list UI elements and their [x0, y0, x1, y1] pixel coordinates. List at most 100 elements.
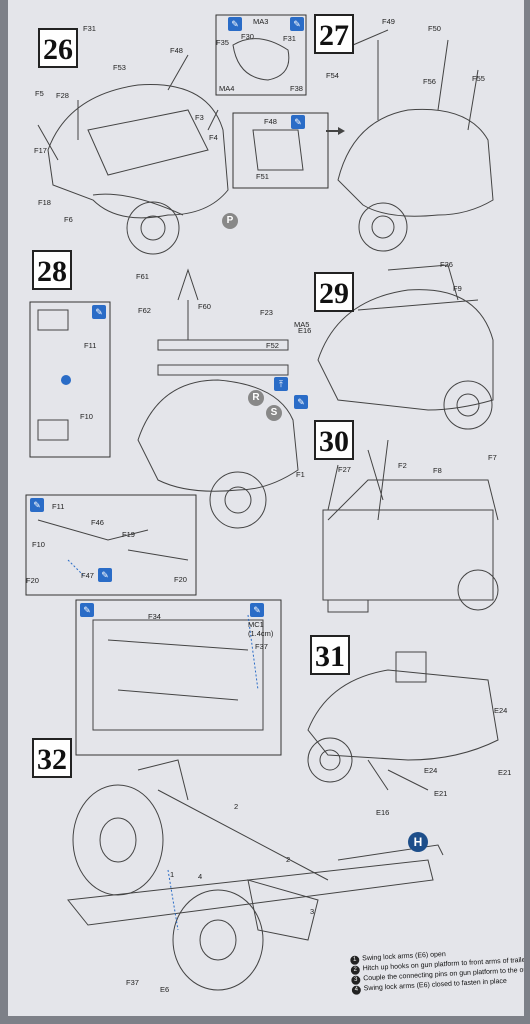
step28-blue-dot: [61, 375, 71, 385]
part-label: F10: [80, 412, 93, 421]
part-label: MA4: [219, 84, 235, 93]
part-label: F11: [84, 341, 97, 350]
part-label: F11: [52, 502, 65, 511]
part-label: F61: [136, 272, 149, 281]
part-label: F19: [122, 530, 135, 539]
part-label: F2: [398, 461, 407, 470]
part-label: F34: [148, 612, 161, 621]
step26-vehicle-drawing: [37, 54, 229, 255]
part-label: E16: [376, 808, 390, 817]
part-label: F37: [126, 978, 139, 987]
part-label: F8: [433, 466, 442, 475]
part-label: F4: [209, 133, 218, 142]
part-label: F5: [35, 89, 44, 98]
part-label: MA5: [294, 320, 310, 329]
part-label: F52: [266, 341, 279, 350]
part-label: E24: [424, 766, 438, 775]
part-label: MA3: [253, 17, 269, 26]
paint-icon: ✎: [294, 395, 308, 409]
callout-number: 2: [234, 802, 239, 811]
part-label: F7: [488, 453, 497, 462]
part-label: E6: [160, 985, 170, 994]
part-label: F62: [138, 306, 151, 315]
badge-S: S: [266, 405, 282, 421]
part-label: F6: [64, 215, 73, 224]
part-label: F55: [472, 74, 485, 83]
step28-detail-box: [29, 301, 111, 458]
part-label: F60: [198, 302, 211, 311]
part-label: E16: [298, 326, 312, 335]
part-label: F27: [338, 465, 351, 474]
step32-blue-line: [247, 614, 259, 691]
step26-detail-box-2: [232, 112, 329, 189]
part-label: F48: [170, 46, 183, 55]
instruction-sheet: 26 27 28 29 30 31 32 P R S H ✎ ✎ ✎ ✎ ✎ ✎…: [8, 0, 524, 1016]
part-label: F23: [260, 308, 273, 317]
step28-blue-line: [67, 559, 84, 576]
callout-number: 3: [310, 907, 315, 916]
part-label: MC1: [248, 620, 264, 629]
part-label: F35: [216, 38, 229, 47]
part-label: (1.4cm): [248, 629, 274, 638]
glue-icon: ✎: [228, 17, 242, 31]
step-27-number: 27: [314, 14, 354, 54]
step29-vehicle-drawing: [317, 264, 494, 430]
step-30-number: 30: [314, 420, 354, 460]
part-label: E21: [498, 768, 512, 777]
part-label: F50: [428, 24, 441, 33]
part-label: F48: [264, 117, 277, 126]
paint-icon: ✎: [92, 305, 106, 319]
part-label: F20: [26, 576, 39, 585]
part-label: F18: [38, 198, 51, 207]
part-label: F31: [283, 34, 296, 43]
part-label: F30: [241, 32, 254, 41]
part-label: F9: [453, 284, 462, 293]
part-label: F28: [56, 91, 69, 100]
badge-P: P: [222, 213, 238, 229]
paint-icon: ✎: [291, 115, 305, 129]
paint-icon: ✎: [30, 498, 44, 512]
part-label: F20: [174, 575, 187, 584]
part-label: F56: [423, 77, 436, 86]
part-label: F10: [32, 540, 45, 549]
step27-arrowhead: [338, 127, 345, 135]
step31-vehicle-drawing: [307, 651, 499, 791]
part-label: F51: [256, 172, 269, 181]
step-26-number: 26: [38, 28, 78, 68]
part-label: F3: [195, 113, 204, 122]
step26-detail-box: [215, 14, 307, 96]
badge-R: R: [248, 390, 264, 406]
step-29-number: 29: [314, 272, 354, 312]
tire-stack-drawing: [37, 309, 69, 441]
part-label: F31: [83, 24, 96, 33]
callout-number: 1: [170, 870, 175, 879]
badge-H: H: [408, 832, 428, 852]
paint-icon: ✎: [290, 17, 304, 31]
step-28-number: 28: [32, 250, 72, 290]
part-label: F26: [440, 260, 453, 269]
step28-detail-box-2: [25, 494, 197, 596]
paint-icon: ✎: [80, 603, 94, 617]
part-label: F1: [296, 470, 305, 479]
flip-icon: ⤒: [274, 377, 288, 391]
part-label: F38: [290, 84, 303, 93]
step27-vehicle-drawing: [337, 29, 494, 252]
step28-vehicle-drawing: [137, 268, 299, 529]
part-label: F54: [326, 71, 339, 80]
part-label: F37: [255, 642, 268, 651]
part-label: E21: [434, 789, 448, 798]
part-label: E24: [494, 706, 508, 715]
assembly-illustrations: [25, 14, 499, 991]
glue-icon: ✎: [250, 603, 264, 617]
step32-trailer-drawing: [67, 759, 444, 991]
part-label: F46: [91, 518, 104, 527]
step32-detail-box: [75, 599, 282, 756]
step-32-number: 32: [32, 738, 72, 778]
callout-number: 2: [286, 855, 291, 864]
glue-icon: ✎: [98, 568, 112, 582]
part-label: F17: [34, 146, 47, 155]
part-label: F49: [382, 17, 395, 26]
step30-vehicle-drawing: [322, 439, 499, 613]
part-label: F47: [81, 571, 94, 580]
step-31-number: 31: [310, 635, 350, 675]
